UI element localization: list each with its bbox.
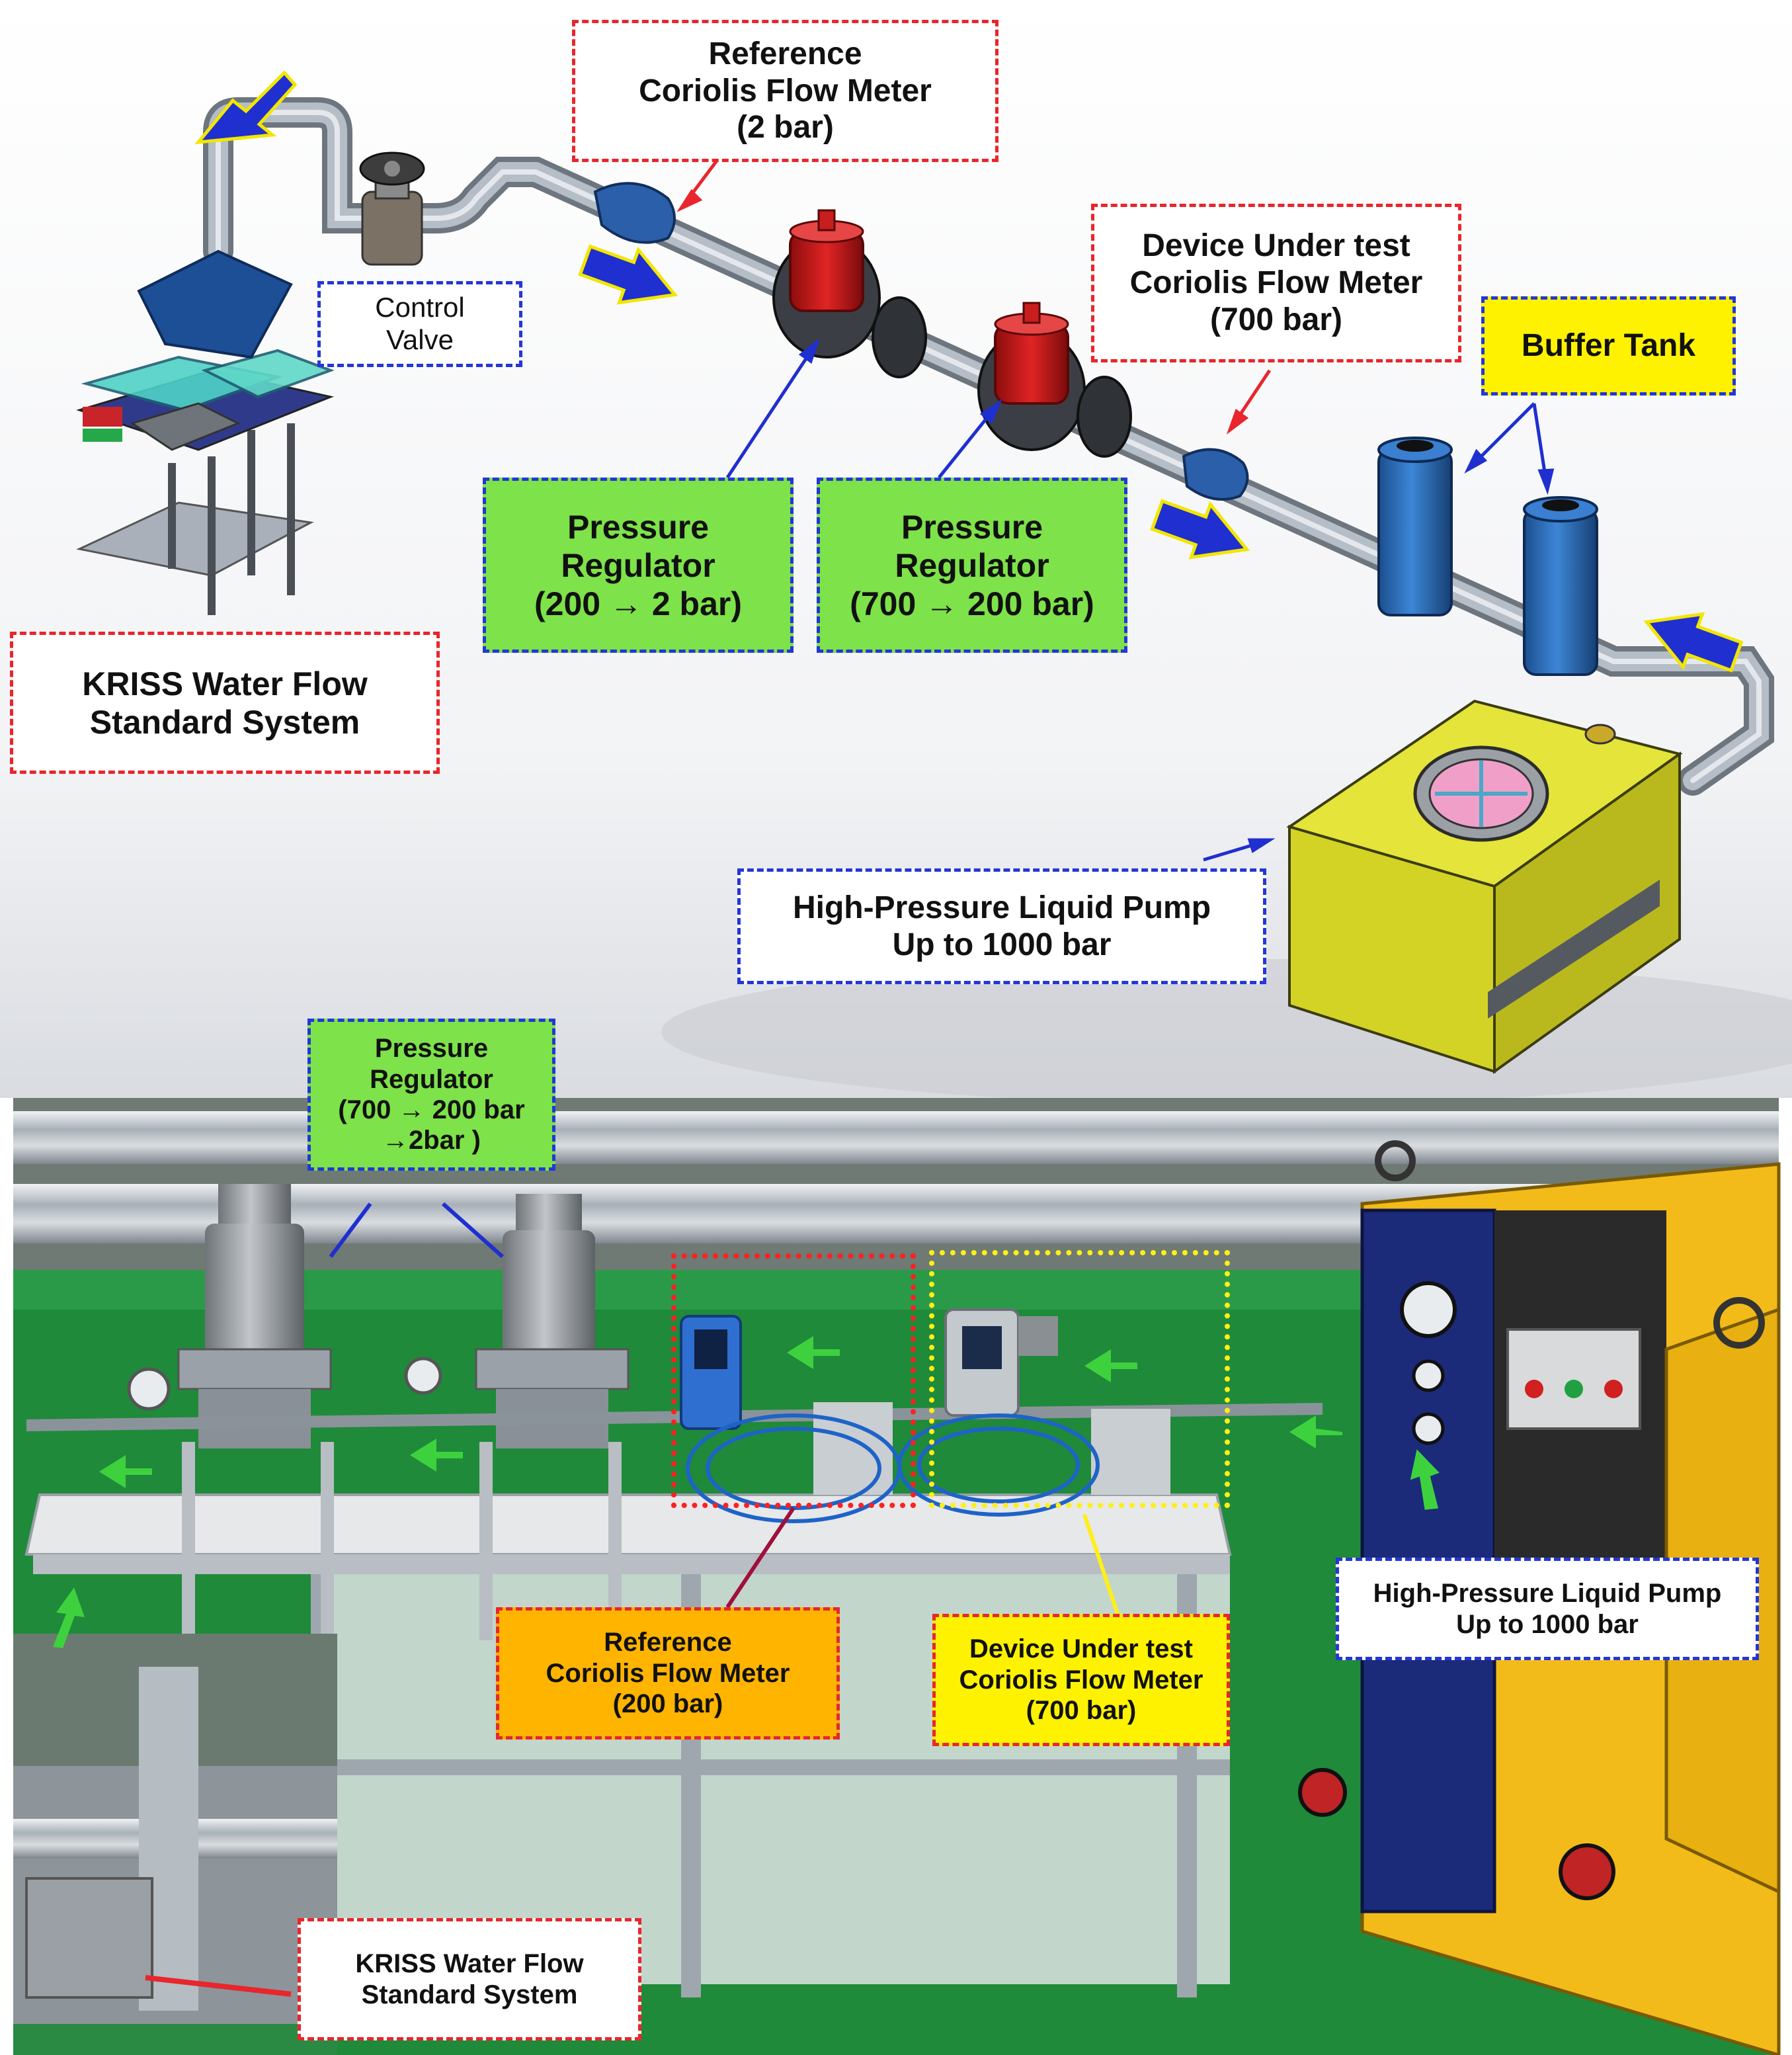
buffer-tank-models: [1377, 437, 1598, 676]
photo-regulators: [127, 1184, 630, 1640]
label-regulator-2-cad: Pressure Regulator (700 → 200 bar): [817, 478, 1127, 653]
regulator-1-model: [772, 209, 927, 378]
label-regulator-1-cad: Pressure Regulator (200 → 2 bar): [483, 478, 794, 653]
cad-leader-lines: [676, 154, 1555, 862]
label-control-valve: Control Valve: [317, 281, 522, 367]
kriss-inset-photo: [13, 1634, 337, 2055]
dut-meter-model: [1182, 448, 1249, 501]
photo-leader-lines: [329, 1202, 1120, 1615]
label-pump-photo: High-Pressure Liquid Pump Up to 1000 bar: [1336, 1558, 1759, 1660]
label-buffer-tank: Buffer Tank: [1481, 296, 1736, 396]
dut-meter-highlight: [929, 1250, 1230, 1508]
kriss-system-model: [76, 249, 335, 615]
label-reference-meter-cad: Reference Coriolis Flow Meter (2 bar): [572, 20, 998, 162]
label-kriss-system-cad: KRISS Water Flow Standard System: [10, 632, 440, 774]
label-kriss-system-photo: KRISS Water Flow Standard System: [298, 1918, 641, 2040]
label-dut-meter-cad: Device Under test Coriolis Flow Meter (7…: [1091, 204, 1461, 362]
flow-arrows-cad: [194, 70, 1744, 673]
reference-meter-highlight: [671, 1253, 916, 1508]
flow-arrows-photo: [53, 1336, 1440, 1648]
label-regulators-photo: Pressure Regulator (700 → 200 bar →2bar …: [307, 1019, 555, 1171]
label-reference-meter-photo: Reference Coriolis Flow Meter (200 bar): [496, 1607, 840, 1740]
photo-meters: [680, 1308, 1170, 1523]
label-pump-cad: High-Pressure Liquid Pump Up to 1000 bar: [737, 868, 1266, 984]
label-dut-meter-photo: Device Under test Coriolis Flow Meter (7…: [932, 1614, 1230, 1746]
pump-model: [1286, 699, 1683, 1074]
control-valve-model: [359, 151, 425, 266]
regulator-2-model: [977, 302, 1132, 458]
reference-meter-model: [593, 182, 676, 244]
